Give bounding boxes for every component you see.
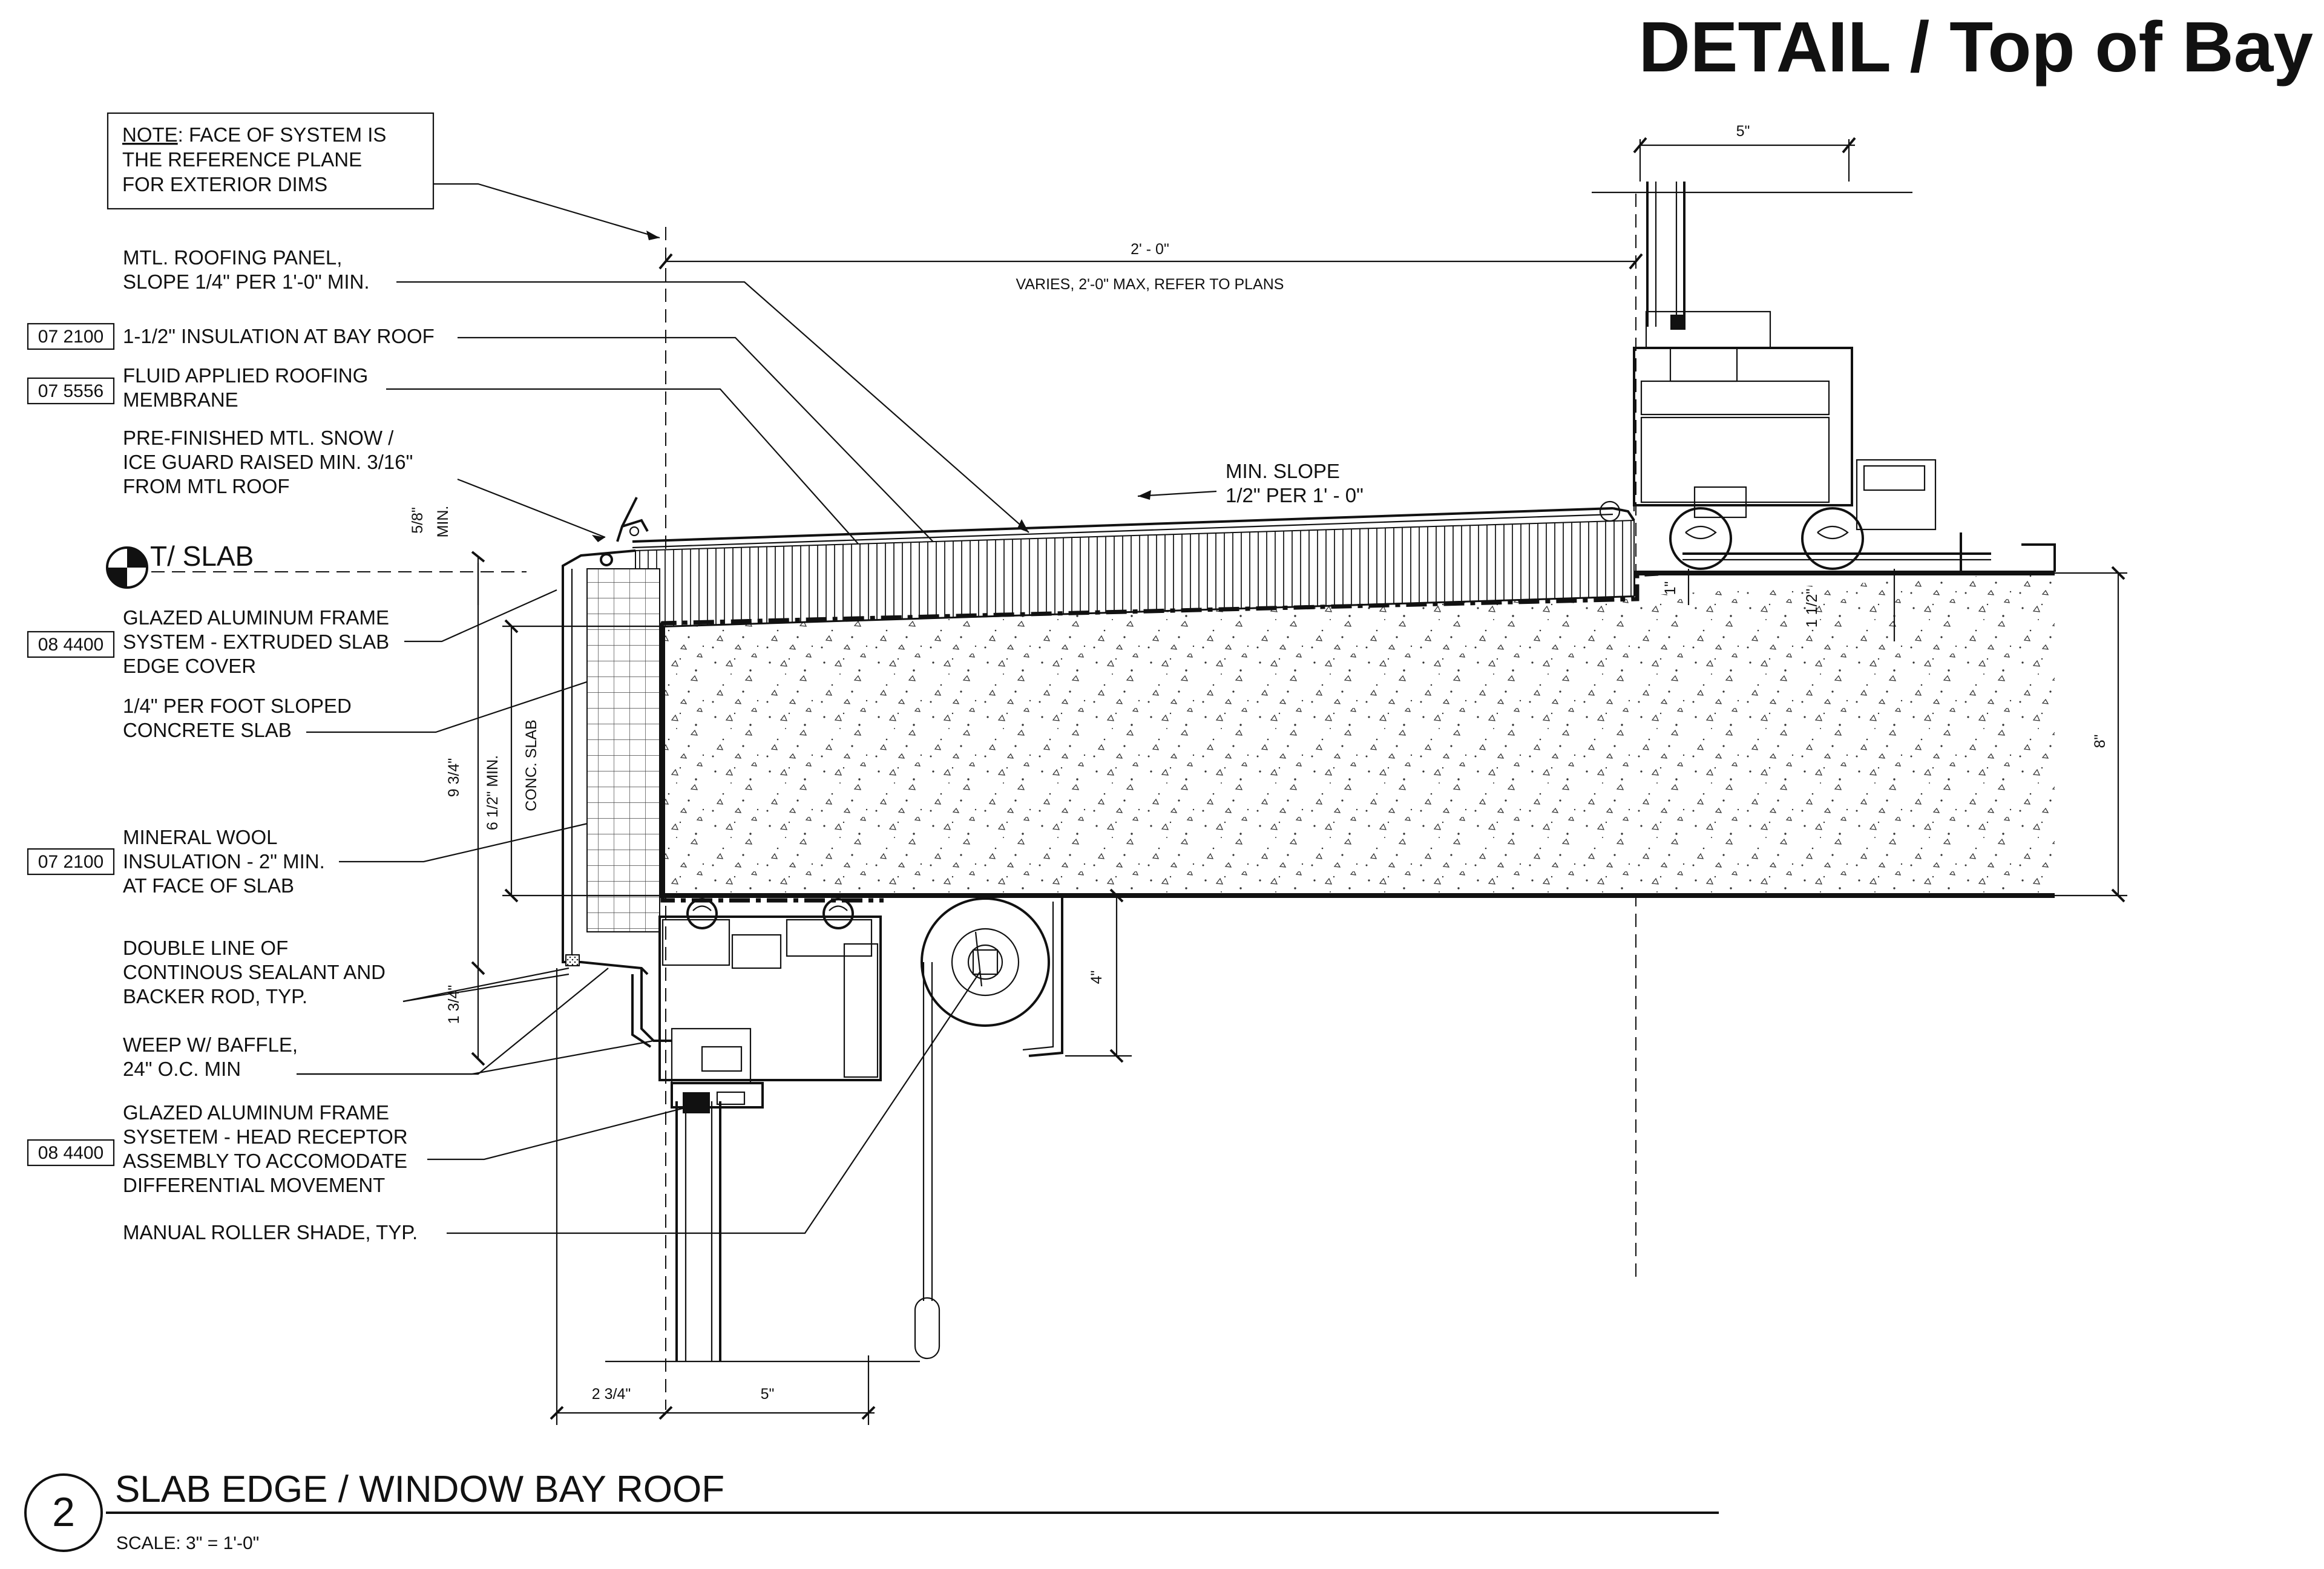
callout-line: CONCRETE SLAB (123, 719, 292, 741)
upper-window-frame (1599, 182, 2056, 572)
callout-line: MTL. ROOFING PANEL, (123, 246, 342, 269)
callout-line: GLAZED ALUMINUM FRAME (123, 606, 389, 629)
dim-snow-guard-min: MIN. (435, 506, 451, 538)
callout-sloped-slab: 1/4" PER FOOT SLOPED CONCRETE SLAB (123, 695, 352, 741)
dim-slab-depth: 8" (2092, 735, 2109, 748)
sealant-bead (565, 954, 580, 966)
callout-roller-shade: MANUAL ROLLER SHADE, TYP. (123, 1221, 418, 1243)
dim-shade-drop: 4" (1088, 971, 1105, 984)
callout-bay-roof-insulation: 07 2100 1-1/2" INSULATION AT BAY ROOF (27, 323, 435, 350)
detail-number: 2 (52, 1489, 75, 1535)
note-line-1: : FACE OF SYSTEM IS (178, 123, 387, 146)
callout-sealant: DOUBLE LINE OF CONTINOUS SEALANT AND BAC… (123, 937, 386, 1007)
detail-title-block: 2 SLAB EDGE / WINDOW BAY ROOF SCALE: 3" … (24, 1469, 1719, 1553)
spec-tag: 08 4400 (38, 1143, 103, 1163)
detail-title: SLAB EDGE / WINDOW BAY ROOF (115, 1469, 724, 1510)
callout-head-receptor: 08 4400 GLAZED ALUMINUM FRAME SYSETEM - … (27, 1101, 408, 1196)
snow-guard (600, 497, 649, 566)
dim-overall-height: 9 3/4" (445, 758, 462, 797)
spec-tag: 08 4400 (38, 635, 103, 655)
note-line-2: THE REFERENCE PLANE (122, 148, 362, 171)
dim-top-width: 5" (1736, 123, 1750, 140)
callout-roofing-membrane: 07 5556 FLUID APPLIED ROOFING MEMBRANE (27, 364, 368, 411)
callout-line: SLOPE 1/4" PER 1'-0" MIN. (123, 270, 370, 293)
callout-line: DOUBLE LINE OF (123, 937, 288, 959)
roller-shade (914, 894, 1063, 1360)
note-line-3: FOR EXTERIOR DIMS (122, 173, 327, 195)
callout-line: CONTINOUS SEALANT AND (123, 961, 386, 983)
callout-slab-edge-cover: 08 4400 GLAZED ALUMINUM FRAME SYSTEM - E… (27, 606, 389, 677)
spec-tag: 07 2100 (38, 852, 103, 872)
spec-tag: 07 2100 (38, 327, 103, 347)
callout-weep: WEEP W/ BAFFLE, 24" O.C. MIN (123, 1033, 298, 1080)
callout-line: 24" O.C. MIN (123, 1058, 241, 1080)
callout-line: PRE-FINISHED MTL. SNOW / (123, 427, 394, 449)
callout-line: ICE GUARD RAISED MIN. 3/16" (123, 451, 413, 473)
slab-marker-label: T/ SLAB (150, 540, 254, 572)
dim-bottom-width: 5" (761, 1386, 775, 1403)
callout-line: GLAZED ALUMINUM FRAME (123, 1101, 389, 1124)
callout-line: MANUAL ROLLER SHADE, TYP. (123, 1221, 418, 1243)
slab-elevation-marker: T/ SLAB (106, 540, 527, 589)
callout-line: INSULATION - 2" MIN. (123, 850, 325, 873)
dim-slab-label: CONC. SLAB (523, 719, 540, 811)
dimensions: 5" 2' - 0" VARIES, 2'-0" MAX, REFER TO P… (409, 123, 2127, 1425)
roofing-membrane (657, 571, 1659, 631)
slope-note-line-2: 1/2" PER 1' - 0" (1226, 484, 1364, 506)
slope-note: MIN. SLOPE 1/2" PER 1' - 0" (1137, 460, 1364, 506)
callout-line: DIFFERENTIAL MOVEMENT (123, 1174, 385, 1196)
note-box: NOTE: FACE OF SYSTEM IS THE REFERENCE PL… (107, 112, 435, 210)
dim-slab-min: 6 1/2" MIN. (484, 755, 501, 830)
callout-line: SYSETEM - HEAD RECEPTOR (123, 1125, 408, 1148)
dim-snow-guard-gap: 5/8" (409, 507, 426, 534)
roofing-membrane-edge (660, 629, 884, 903)
callout-snow-guard: PRE-FINISHED MTL. SNOW / ICE GUARD RAISE… (123, 427, 413, 497)
callout-line: SYSTEM - EXTRUDED SLAB (123, 631, 389, 653)
callout-line: AT FACE OF SLAB (123, 874, 294, 897)
dim-bottom-offset: 2 3/4" (592, 1386, 631, 1403)
callout-line: MEMBRANE (123, 388, 238, 411)
mineral-wool-insulation (586, 568, 660, 932)
callout-line: FLUID APPLIED ROOFING (123, 364, 368, 387)
callout-line: 1-1/2" INSULATION AT BAY ROOF (123, 325, 435, 347)
callout-line: FROM MTL ROOF (123, 475, 290, 497)
callout-line: BACKER ROD, TYP. (123, 985, 307, 1007)
callout-roofing-panel: MTL. ROOFING PANEL, SLOPE 1/4" PER 1'-0"… (123, 246, 370, 293)
dim-curb-step: 1" (1662, 581, 1679, 595)
slope-note-line-1: MIN. SLOPE (1226, 460, 1340, 482)
callout-line: WEEP W/ BAFFLE, (123, 1033, 298, 1056)
callout-labels: MTL. ROOFING PANEL, SLOPE 1/4" PER 1'-0"… (27, 246, 435, 1243)
note-lead: NOTE (122, 123, 178, 146)
callout-line: MINERAL WOOL (123, 826, 277, 848)
callout-mineral-wool: 07 2100 MINERAL WOOL INSULATION - 2" MIN… (27, 826, 325, 897)
callout-line: 1/4" PER FOOT SLOPED (123, 695, 352, 717)
spec-tag: 07 5556 (38, 381, 103, 401)
dim-span-note: VARIES, 2'-0" MAX, REFER TO PLANS (1016, 276, 1284, 293)
dim-curb-height: 1 1/2" (1804, 589, 1820, 627)
callout-line: EDGE COVER (123, 655, 256, 677)
dim-span: 2' - 0" (1131, 241, 1169, 258)
lower-window-glazing (675, 1101, 721, 1361)
dim-head-gap: 1 3/4" (445, 985, 462, 1024)
sheet-title: DETAIL / Top of Bay (1639, 7, 2313, 87)
svg-text:NOTE: FACE OF SYSTEM IS: NOTE: FACE OF SYSTEM IS (122, 123, 386, 146)
lower-window-frame (631, 898, 882, 1113)
callout-line: ASSEMBLY TO ACCOMODATE (123, 1150, 407, 1172)
detail-scale: SCALE: 3" = 1'-0" (116, 1533, 259, 1553)
metal-roof-panel (632, 507, 1635, 549)
